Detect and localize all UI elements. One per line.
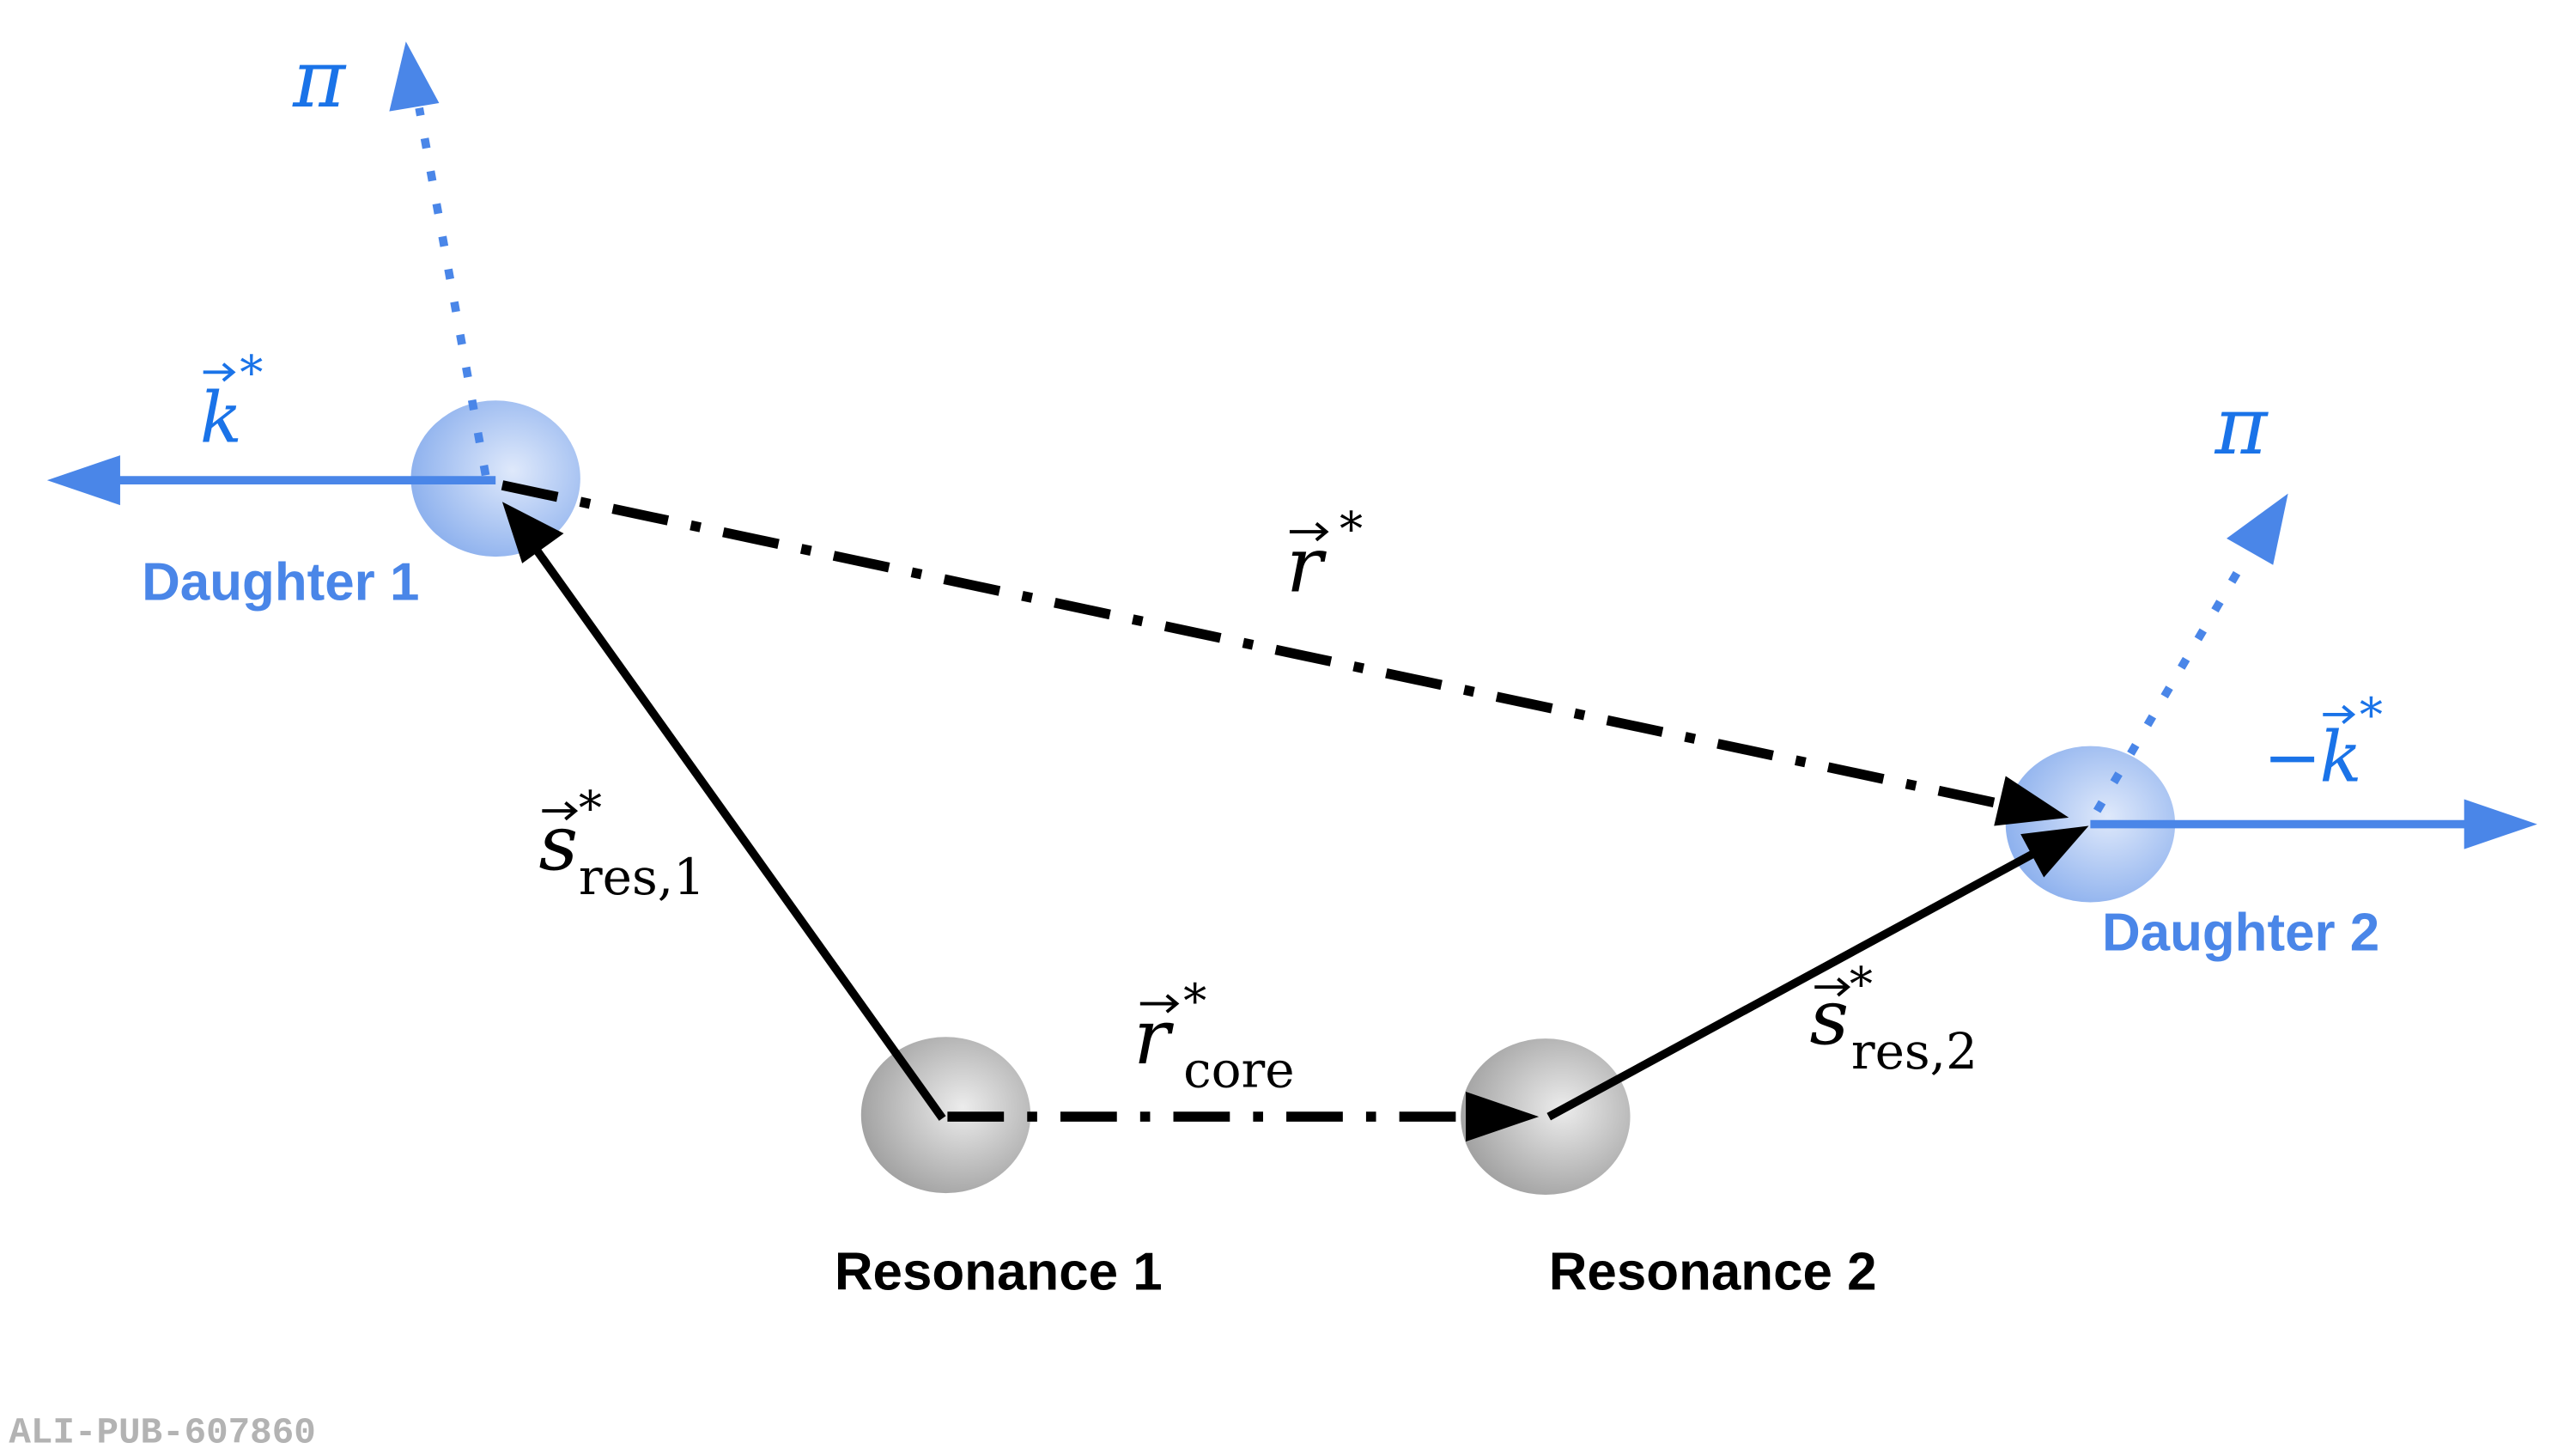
svg-text:res,1: res,1 (579, 848, 705, 906)
svg-text:k: k (200, 379, 242, 460)
resonance1-label: Resonance 1 (835, 1242, 1163, 1301)
k-star-label: k * (200, 346, 264, 460)
svg-text:core: core (1183, 1040, 1294, 1099)
r-star-label: r * (1286, 502, 1363, 610)
daughter1-label: Daughter 1 (142, 552, 419, 612)
resonance2-label: Resonance 2 (1549, 1242, 1877, 1301)
resonance1-particle (860, 1037, 1031, 1194)
r-star-arrowhead (1994, 776, 2069, 826)
s-res1-label: s * res,1 (538, 782, 705, 906)
r-star-arrow (501, 480, 2004, 810)
daughter2-label: Daughter 2 (2102, 904, 2379, 963)
svg-text:*: * (240, 346, 263, 400)
s-res2-arrow (1546, 849, 2038, 1121)
r-core-arrowhead (1466, 1092, 1540, 1142)
k-star-arrowhead (46, 455, 120, 506)
svg-text:r: r (1133, 992, 1174, 1081)
minus-k-star-label: − k * (2263, 688, 2383, 798)
s-res2-arrowhead (2020, 825, 2089, 878)
pion1-label: π (292, 33, 347, 125)
resonance2-particle (1461, 1038, 1631, 1196)
pion2-label: π (2215, 380, 2269, 472)
svg-text:res,2: res,2 (1851, 1022, 1978, 1081)
s-res2-label: s * res,2 (1809, 958, 1978, 1081)
svg-text:r: r (1286, 521, 1327, 610)
svg-text:*: * (1850, 958, 1873, 1012)
s-res1-arrow (532, 545, 946, 1121)
svg-text:*: * (1183, 974, 1206, 1028)
s-res1-arrowhead (501, 502, 564, 563)
minus-k-star-arrowhead (2464, 799, 2537, 849)
r-core-label: r * core (1133, 974, 1295, 1099)
pion1-arrowhead (389, 41, 440, 112)
svg-text:k: k (2319, 717, 2361, 798)
svg-text:−: − (2263, 717, 2322, 798)
svg-text:*: * (1340, 502, 1363, 557)
svg-text:*: * (579, 782, 602, 836)
pion2-arrowhead (2227, 493, 2288, 565)
watermark: ALI-PUB-607860 (9, 1412, 315, 1449)
svg-text:*: * (2360, 688, 2383, 742)
